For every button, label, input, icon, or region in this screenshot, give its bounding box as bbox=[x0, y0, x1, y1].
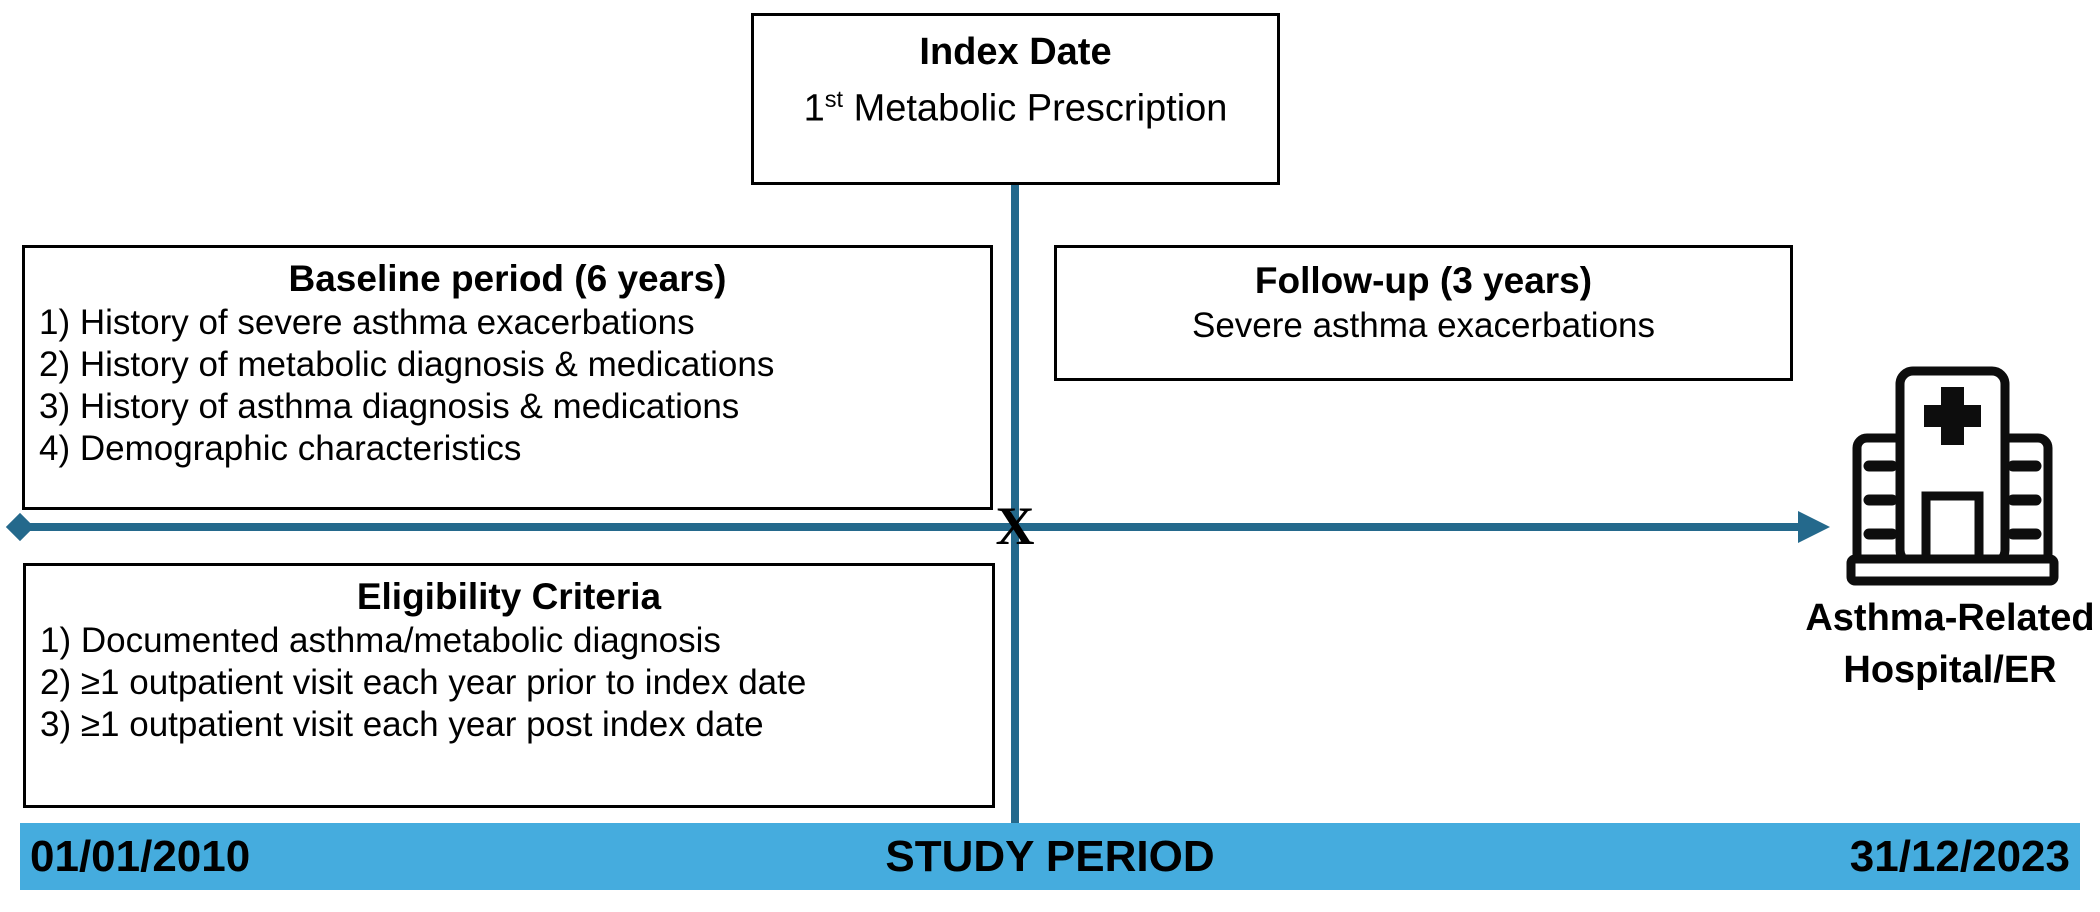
index-date-subtitle: 1st Metabolic Prescription bbox=[754, 76, 1277, 132]
index-date-box: Index Date 1st Metabolic Prescription bbox=[751, 13, 1280, 185]
timeline-start-diamond-icon bbox=[5, 512, 35, 542]
study-period-bar: 01/01/2010 STUDY PERIOD 31/12/2023 bbox=[20, 823, 2080, 890]
index-subtitle-number: 1 bbox=[803, 87, 825, 130]
eligibility-criteria-box: Eligibility Criteria 1) Documented asthm… bbox=[23, 563, 995, 808]
timeline-arrowhead-icon bbox=[1798, 511, 1830, 543]
baseline-item-4: 4) Demographic characteristics bbox=[39, 429, 522, 468]
study-period-label: STUDY PERIOD bbox=[885, 831, 1215, 881]
study-end-date: 31/12/2023 bbox=[1849, 831, 2070, 881]
eligibility-item-2: 2) ≥1 outpatient visit each year prior t… bbox=[40, 663, 807, 702]
eligibility-title: Eligibility Criteria bbox=[356, 576, 662, 617]
followup-box: Follow-up (3 years) Severe asthma exacer… bbox=[1054, 245, 1793, 381]
study-start-date: 01/01/2010 bbox=[30, 831, 251, 881]
index-date-title: Index Date bbox=[919, 31, 1112, 73]
index-subtitle-text: Metabolic Prescription bbox=[843, 87, 1228, 130]
baseline-item-2: 2) History of metabolic diagnosis & medi… bbox=[39, 345, 775, 384]
followup-title: Follow-up (3 years) bbox=[1254, 260, 1593, 301]
index-date-vertical-line bbox=[1011, 185, 1019, 823]
baseline-period-title: Baseline period (6 years) bbox=[288, 258, 727, 299]
eligibility-item-1: 1) Documented asthma/metabolic diagnosis bbox=[40, 621, 721, 660]
baseline-item-1: 1) History of severe asthma exacerbation… bbox=[39, 303, 695, 342]
hospital-caption-line1: Asthma-Related bbox=[1805, 597, 2095, 639]
hospital-caption: Asthma-Related Hospital/ER bbox=[1790, 592, 2100, 696]
followup-subtitle: Severe asthma exacerbations bbox=[1191, 306, 1656, 345]
index-subtitle-ordinal: st bbox=[824, 86, 844, 112]
baseline-period-box: Baseline period (6 years) 1) History of … bbox=[22, 245, 993, 510]
timeline-line bbox=[20, 523, 1800, 531]
eligibility-item-3: 3) ≥1 outpatient visit each year post in… bbox=[40, 705, 764, 744]
index-crossing-marker: X bbox=[995, 496, 1035, 556]
hospital-building-icon bbox=[1846, 366, 2059, 586]
baseline-item-3: 3) History of asthma diagnosis & medicat… bbox=[39, 387, 740, 426]
hospital-caption-line2: Hospital/ER bbox=[1843, 649, 2057, 691]
